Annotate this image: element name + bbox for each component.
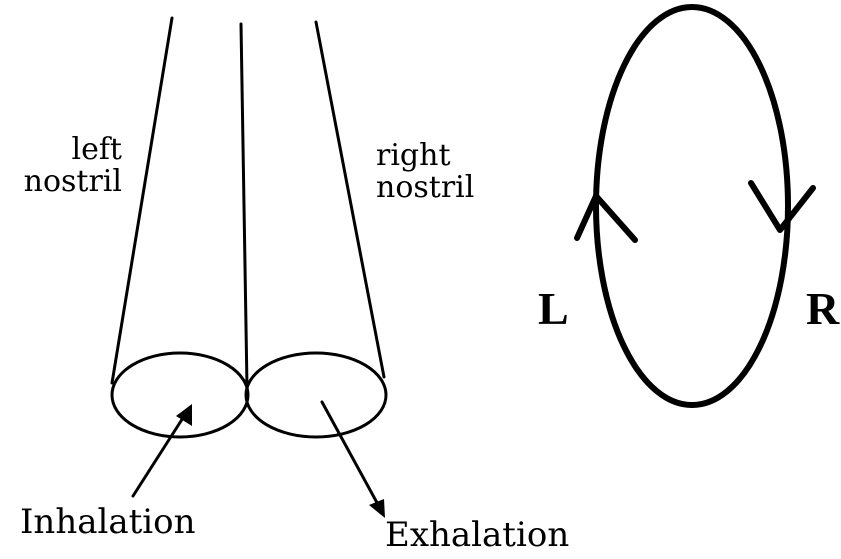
cycle-right-label: R <box>806 282 839 335</box>
right-nostril-label-line1: right <box>376 140 474 172</box>
right-nostril-outer-wall <box>316 22 384 377</box>
inhalation-arrow <box>133 410 188 496</box>
inhalation-label: Inhalation <box>20 505 196 541</box>
exhalation-arrow <box>322 402 381 510</box>
left-nostril-label: left nostril <box>10 134 122 197</box>
left-nostril-label-line2: nostril <box>10 166 122 198</box>
septum-wall <box>241 24 247 387</box>
up-arrow-chevron <box>577 196 635 240</box>
right-nostril-label-line2: nostril <box>376 172 474 204</box>
exhalation-arrowhead <box>369 499 385 518</box>
breath-cycle-loop <box>596 7 788 405</box>
cycle-left-label: L <box>538 282 569 335</box>
exhalation-label: Exhalation <box>385 518 569 554</box>
left-nostril-label-line1: left <box>10 134 122 166</box>
right-nostril-label: right nostril <box>376 140 474 203</box>
right-nostril-opening <box>246 353 386 437</box>
down-arrow-chevron <box>751 183 813 230</box>
left-nostril-outer-wall <box>112 18 172 383</box>
